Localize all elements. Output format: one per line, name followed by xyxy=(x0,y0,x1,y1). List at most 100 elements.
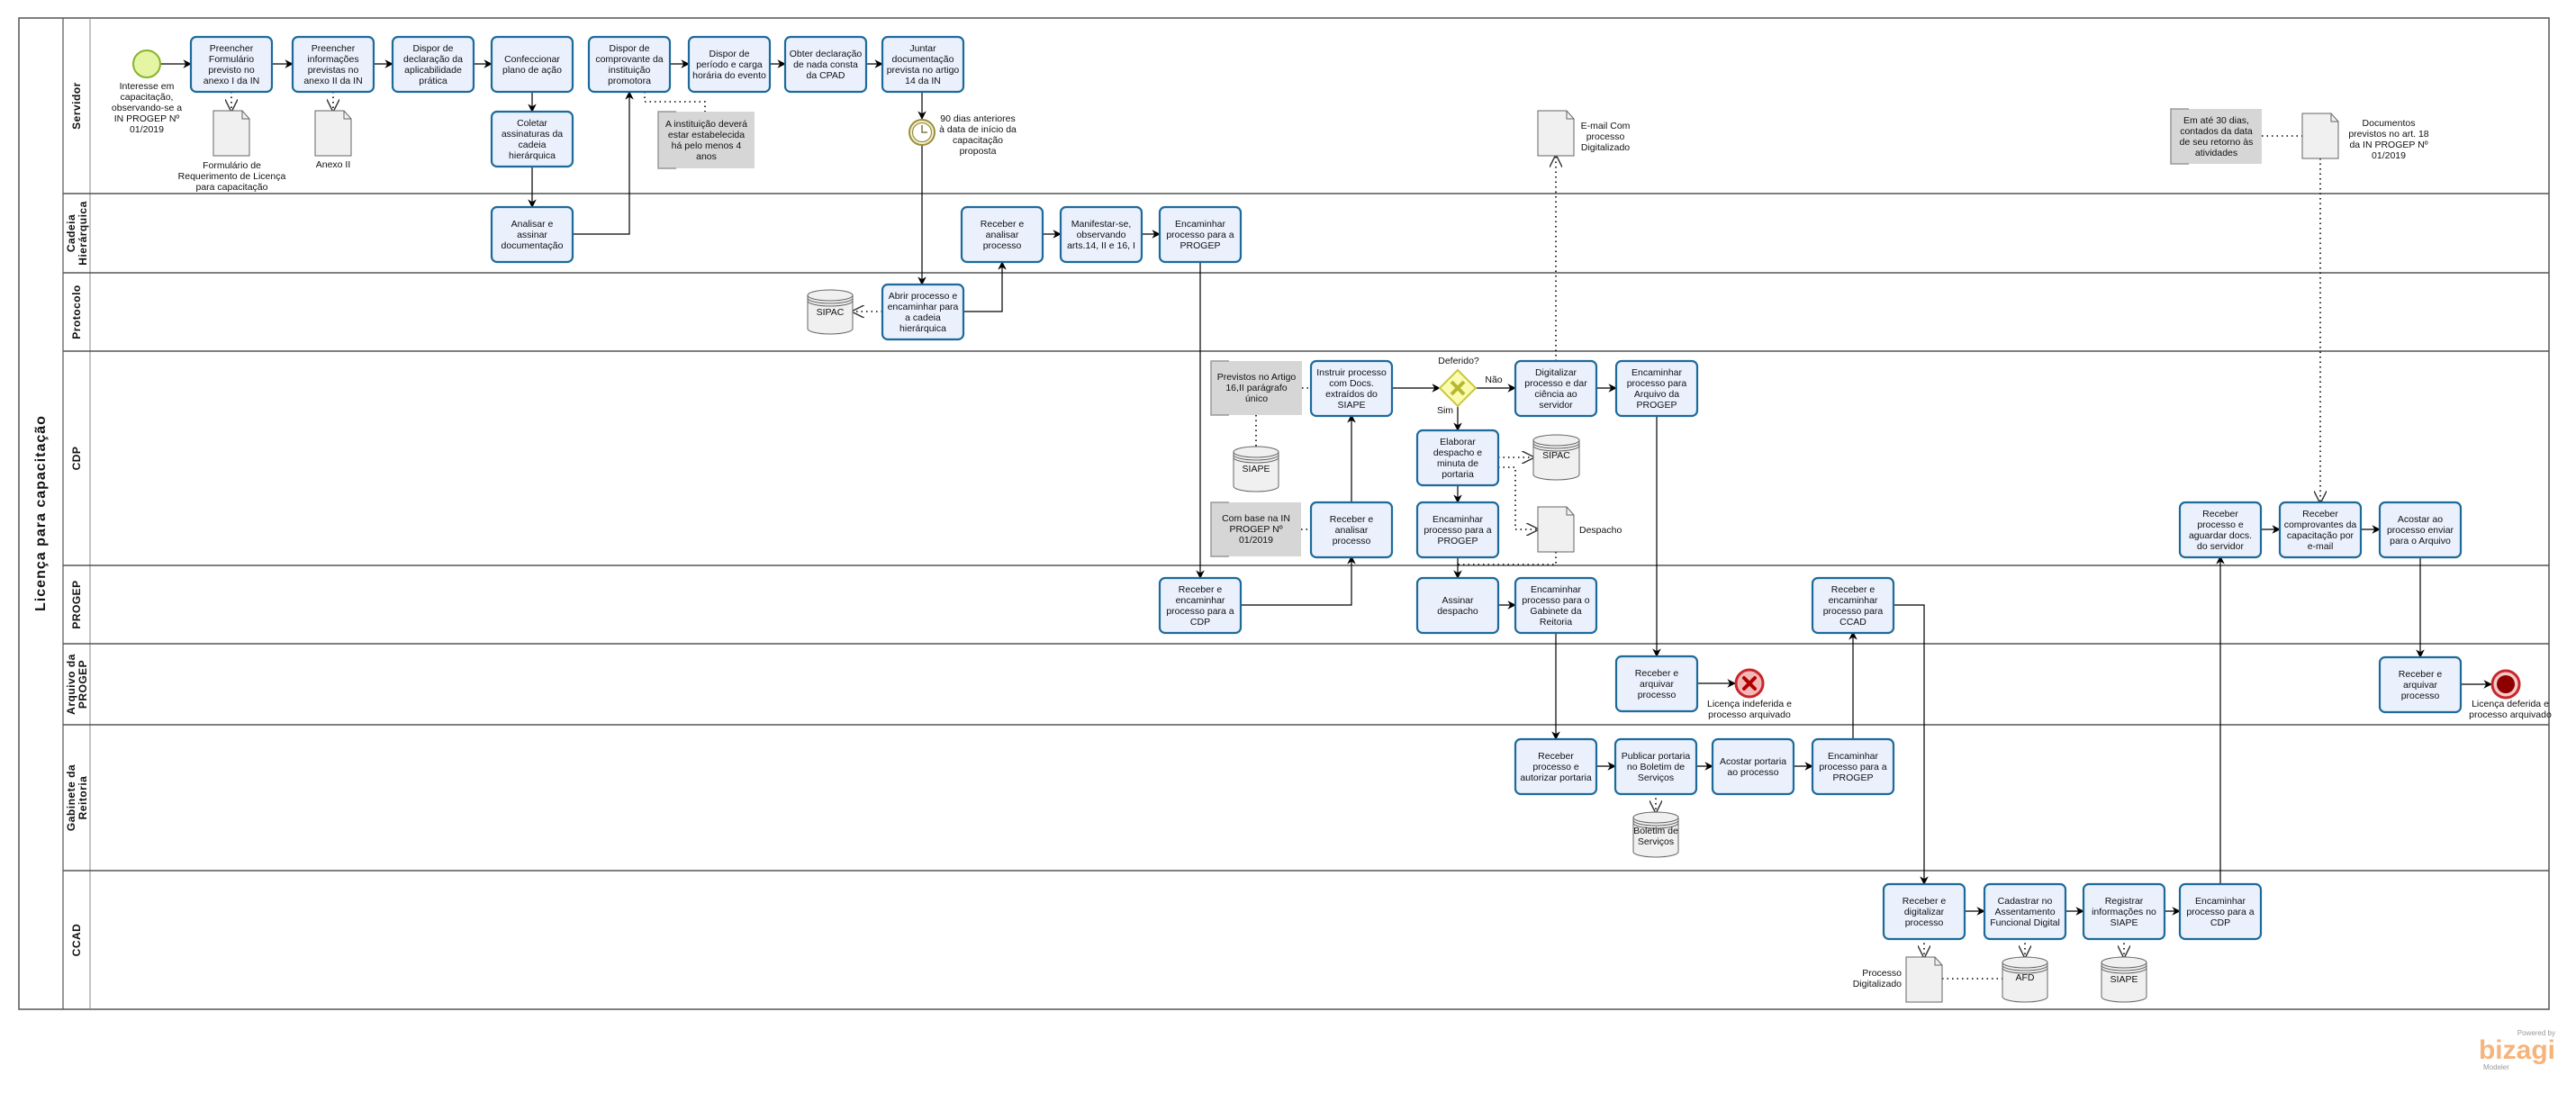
task-s-coletar[interactable]: Coletar assinaturas da cadeia hierárquic… xyxy=(490,110,574,168)
task-pg-assinar[interactable]: Assinar despacho xyxy=(1415,576,1500,635)
end-event-error[interactable]: Licença indeferida e processo arquivado xyxy=(1695,668,1803,722)
datastore-label-wrap: SIAPE xyxy=(1242,464,1270,474)
task-label-wrap: Registrar informações no SIAPE xyxy=(2092,896,2156,928)
annotation-text: Com base na IN PROGEP Nº 01/2019 xyxy=(1222,513,1290,546)
lane-label-gabinete: Gabinete daReitoria xyxy=(65,764,89,831)
task-pg-enc-gabinete[interactable]: Encaminhar processo para o Gabinete da R… xyxy=(1514,576,1598,635)
task-cdp-instruir[interactable]: Instruir processo com Docs. extraídos do… xyxy=(1309,359,1394,418)
task-s2[interactable]: Preencher informações previstas no anexo… xyxy=(291,35,375,94)
document-anexo2[interactable]: Anexo II xyxy=(302,110,365,173)
task-label: Receber e arquivar processo xyxy=(1634,667,1679,700)
task-cc-registrar[interactable]: Registrar informações no SIAPE xyxy=(2082,882,2166,941)
task-label-wrap: Receber e analisar processo xyxy=(980,218,1025,251)
task-label: Receber e encaminhar processo para CCAD xyxy=(1822,583,1884,628)
document-proc_digit[interactable]: Processo Digitalizado xyxy=(1837,956,1943,1003)
timer-event[interactable]: 90 dias anteriores à data de início da c… xyxy=(908,112,1023,158)
task-cc-encaminhar[interactable]: Encaminhar processo para a CDP xyxy=(2178,882,2263,941)
datastore-sipac2[interactable]: SIPAC xyxy=(1526,434,1586,481)
task-label-wrap: Receber e digitalizar processo xyxy=(1903,896,1946,928)
datastore-siape1[interactable]: SIAPE xyxy=(1226,446,1286,492)
document-label: E-mail Com processo Digitalizado xyxy=(1580,121,1631,153)
task-label-wrap: Acostar ao processo enviar para o Arquiv… xyxy=(2386,513,2454,546)
lane-label-progep: PROGEP xyxy=(70,580,83,628)
task-label-wrap: Encaminhar processo para a PROGEP xyxy=(1424,514,1491,546)
task-gb-publicar[interactable]: Publicar portaria no Boletim de Serviços xyxy=(1613,737,1698,796)
start-event[interactable]: Interesse em capacitação, observando-se … xyxy=(106,50,187,135)
task-gb-encaminhar[interactable]: Encaminhar processo para a PROGEP xyxy=(1811,737,1895,796)
annotation-previstos: Previstos no Artigo 16,II parágrafo únic… xyxy=(1210,360,1302,416)
datastore-label: SIPAC xyxy=(816,307,845,318)
datastore-sipac1[interactable]: SIPAC xyxy=(800,289,860,335)
document-icon xyxy=(314,110,352,157)
document-label: Anexo II xyxy=(315,159,351,170)
task-c-encaminhar[interactable]: Encaminhar processo para a PROGEP xyxy=(1158,205,1243,264)
task-cdp-enc-progep[interactable]: Encaminhar processo para a PROGEP xyxy=(1415,501,1500,559)
task-label: Preencher Formulário previsto no anexo I… xyxy=(203,42,260,86)
task-label: Receber e analisar processo xyxy=(980,218,1025,251)
association xyxy=(644,92,706,112)
annotation-instituicao: A instituição deverá estar estabelecida … xyxy=(657,111,755,169)
task-cdp-enc-arquivo[interactable]: Encaminhar processo para Arquivo da PROG… xyxy=(1614,359,1699,418)
document-despacho[interactable]: Despacho xyxy=(1537,506,1631,553)
task-s6[interactable]: Dispor de período e carga horária do eve… xyxy=(687,35,772,94)
task-label-wrap: Instruir processo com Docs. extraídos do… xyxy=(1316,367,1387,411)
task-label: Receber e arquivar processo xyxy=(2398,668,2443,701)
task-s7[interactable]: Obter declaração de nada consta da CPAD xyxy=(783,35,868,94)
task-gb-acostar[interactable]: Acostar portaria ao processo xyxy=(1711,737,1795,796)
datastore-afd[interactable]: AFD xyxy=(1995,956,2055,1003)
task-cdp-elaborar[interactable]: Elaborar despacho e minuta de portaria xyxy=(1415,429,1500,487)
task-cc-cadastrar[interactable]: Cadastrar no Assentamento Funcional Digi… xyxy=(1983,882,2067,941)
task-label-wrap: Cadastrar no Assentamento Funcional Digi… xyxy=(1990,896,2060,928)
task-s8[interactable]: Juntar documentação prevista no artigo 1… xyxy=(881,35,965,94)
task-cc-receber[interactable]: Receber e digitalizar processo xyxy=(1882,882,1966,941)
task-c-manifestar[interactable]: Manifestar-se, observando arts.14, II e … xyxy=(1059,205,1143,264)
task-s5[interactable]: Dispor de comprovante da instituição pro… xyxy=(587,35,672,94)
task-cdp-acostar[interactable]: Acostar ao processo enviar para o Arquiv… xyxy=(2378,501,2463,559)
task-pg-receber-cdp[interactable]: Receber e encaminhar processo para a CDP xyxy=(1158,576,1243,635)
svg-text:Powered by: Powered by xyxy=(2517,1029,2555,1037)
end-event[interactable]: Licença deferida e processo arquivado xyxy=(2461,669,2560,722)
document-label: Despacho xyxy=(1579,525,1622,536)
lane-gabinete: Gabinete daReitoria xyxy=(65,764,89,831)
task-label-wrap: Encaminhar processo para a PROGEP xyxy=(1166,219,1234,251)
lane-arquivo: Arquivo daPROGEP xyxy=(65,654,89,715)
task-label-wrap: Coletar assinaturas da cadeia hierárquic… xyxy=(502,118,563,161)
svg-text:Modeler: Modeler xyxy=(2483,1063,2509,1071)
task-label: Acostar ao processo enviar para o Arquiv… xyxy=(2386,513,2454,546)
annotation-trinta: Em até 30 dias, contados da data de seu … xyxy=(2170,108,2262,165)
sequence-flow xyxy=(963,261,1007,312)
document-formulario[interactable]: Formulário de Requerimento de Licença pa… xyxy=(171,110,293,196)
task-ar-receber2[interactable]: Receber e arquivar processo xyxy=(2378,655,2463,714)
gateway-question-wrap: Deferido? xyxy=(1438,356,1479,366)
task-s4[interactable]: Confeccionar plano de ação xyxy=(490,35,574,94)
datastore-label: SIAPE xyxy=(1242,464,1270,474)
document-label: Documentos previstos no art. 18 da IN PR… xyxy=(2348,118,2429,161)
task-label-wrap: Encaminhar processo para o Gabinete da R… xyxy=(1522,584,1589,628)
task-label-wrap: Digitalizar processo e dar ciência ao se… xyxy=(1524,367,1586,411)
document-email[interactable]: E-mail Com processo Digitalizado xyxy=(1537,110,1639,157)
task-s1[interactable]: Preencher Formulário previsto no anexo I… xyxy=(189,35,274,94)
task-ar-receber1[interactable]: Receber e arquivar processo xyxy=(1614,655,1699,713)
task-c-analisar[interactable]: Analisar e assinar documentação xyxy=(490,205,574,264)
annotation-text-wrap: Com base na IN PROGEP Nº 01/2019 xyxy=(1222,513,1290,546)
task-label: Dispor de período e carga horária do eve… xyxy=(692,48,766,81)
document-docs_art18[interactable]: Documentos previstos no art. 18 da IN PR… xyxy=(2301,113,2438,164)
datastore-label: SIAPE xyxy=(2110,974,2138,985)
task-cdp-digitalizar[interactable]: Digitalizar processo e dar ciência ao se… xyxy=(1514,359,1598,418)
task-s3[interactable]: Dispor de declaração da aplicabilidade p… xyxy=(391,35,475,94)
datastore-boletim[interactable]: Boletim de Serviços xyxy=(1626,811,1686,858)
task-label-wrap: Obter declaração de nada consta da CPAD xyxy=(790,49,863,81)
task-label: Publicar portaria no Boletim de Serviços xyxy=(1621,750,1691,783)
task-label-wrap: Confeccionar plano de ação xyxy=(502,54,562,76)
task-cdp-receber-aguardar[interactable]: Receber processo e aguardar docs. do ser… xyxy=(2178,501,2263,559)
task-p-abrir[interactable]: Abrir processo e encaminhar para a cadei… xyxy=(881,283,965,341)
task-c-receber[interactable]: Receber e analisar processo xyxy=(960,205,1044,264)
task-cdp-receber[interactable]: Receber e analisar processo xyxy=(1309,501,1394,559)
task-pg-receber-ccad[interactable]: Receber e encaminhar processo para CCAD xyxy=(1811,576,1895,635)
task-cdp-receber-comprov[interactable]: Receber comprovantes da capacitação por … xyxy=(2278,501,2363,559)
end-event-label: Licença deferida e processo arquivado xyxy=(2469,699,2552,720)
annotation-text-wrap: Em até 30 dias, contados da data de seu … xyxy=(2180,115,2254,158)
datastore-siape2[interactable]: SIAPE xyxy=(2094,956,2154,1003)
task-gb-receber[interactable]: Receber processo e autorizar portaria xyxy=(1514,737,1598,796)
